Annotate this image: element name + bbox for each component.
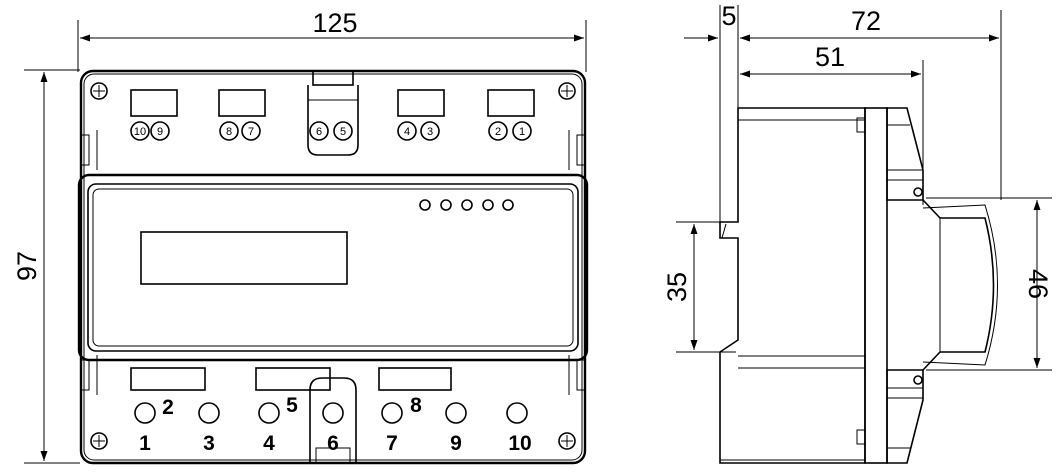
upper-terminal-cover [886,107,924,201]
width-label: 125 [312,8,357,38]
led-icon [440,199,452,211]
top-terminal-number: 7 [248,126,254,138]
top-terminal-number: 8 [226,126,232,138]
terminal-label: 4 [263,432,275,455]
terminal-number-circle-icon [241,121,261,141]
led-icon [502,199,514,211]
top-terminal-windows [130,89,535,117]
top-latch [307,70,359,156]
top-terminal-number: 10 [134,126,146,138]
terminal-hole-icon [258,402,280,424]
top-terminal-number: 9 [157,126,163,138]
bottom-terminal-labels-upper: 2 5 8 [162,394,422,419]
top-terminal-number: 5 [340,126,346,138]
terminal-number-circle-icon [397,121,417,141]
front-view: 125 97 [12,8,589,465]
terminal-number-circle-icon [219,121,239,141]
offset-dimension: 5 [684,1,758,42]
led-icon [461,199,473,211]
side-front-plate [856,107,888,464]
module-dimension: 46 [926,197,1053,371]
bottom-terminal-labels-lower: 1 3 4 6 7 9 10 [139,432,532,455]
rail-label: 35 [662,272,692,302]
terminal-label: 5 [286,394,298,417]
depth-label: 72 [851,6,881,36]
terminal-label: 3 [203,432,215,455]
terminal-hole-icon [198,402,220,424]
side-base [719,107,866,464]
top-terminal-number: 2 [495,126,501,138]
terminal-hole-icon [381,402,403,424]
terminal-label: 8 [410,394,422,417]
mid-label: 51 [815,42,845,72]
bottom-terminal-holes [134,402,528,424]
terminal-number-circle-icon [420,121,440,141]
screw-icon [90,82,108,100]
front-module [922,199,998,371]
terminal-label: 7 [386,432,398,455]
terminal-label: 10 [508,432,531,455]
indicator-leds [419,199,514,211]
terminal-hole-icon [445,402,467,424]
depth-dimension: 72 [740,6,999,42]
corner-screws [90,82,576,450]
screw-icon [558,432,576,450]
terminal-label: 1 [139,432,151,455]
terminal-number-circle-icon [488,121,508,141]
top-terminal-labels: 10 9 8 7 6 5 4 3 2 1 [130,121,532,141]
led-icon [419,199,431,211]
bottom-latch [309,377,357,464]
terminal-hole-icon [506,402,528,424]
terminal-label: 2 [162,396,174,419]
terminal-label: 9 [450,432,462,455]
top-terminal-number: 4 [404,126,410,138]
terminal-label: 6 [327,432,339,455]
rail-dimension: 35 [662,221,736,353]
terminal-number-circle-icon [130,121,150,141]
width-dimension: 125 [77,8,587,72]
led-icon [482,199,494,211]
height-dimension: 97 [12,69,80,464]
front-cover [77,173,589,362]
terminal-number-circle-icon [512,121,532,141]
lower-terminal-cover [886,369,924,464]
bottom-terminal-windows [130,367,452,391]
terminal-number-circle-icon [333,121,353,141]
terminal-hole-icon [134,402,156,424]
height-label: 97 [12,251,42,281]
module-label: 46 [1023,269,1053,299]
screw-icon [90,432,108,450]
terminal-hole-icon [322,402,344,424]
screw-icon [558,82,576,100]
top-terminal-number: 6 [316,126,322,138]
terminal-number-circle-icon [150,121,170,141]
offset-label: 5 [721,1,736,31]
top-terminal-number: 3 [427,126,433,138]
top-terminal-number: 1 [519,126,525,138]
mid-dimension: 51 [740,42,921,78]
side-clips [80,130,586,395]
terminal-number-circle-icon [309,121,329,141]
lcd-display [140,231,348,285]
side-view: 5 72 51 35 46 [662,1,1053,464]
